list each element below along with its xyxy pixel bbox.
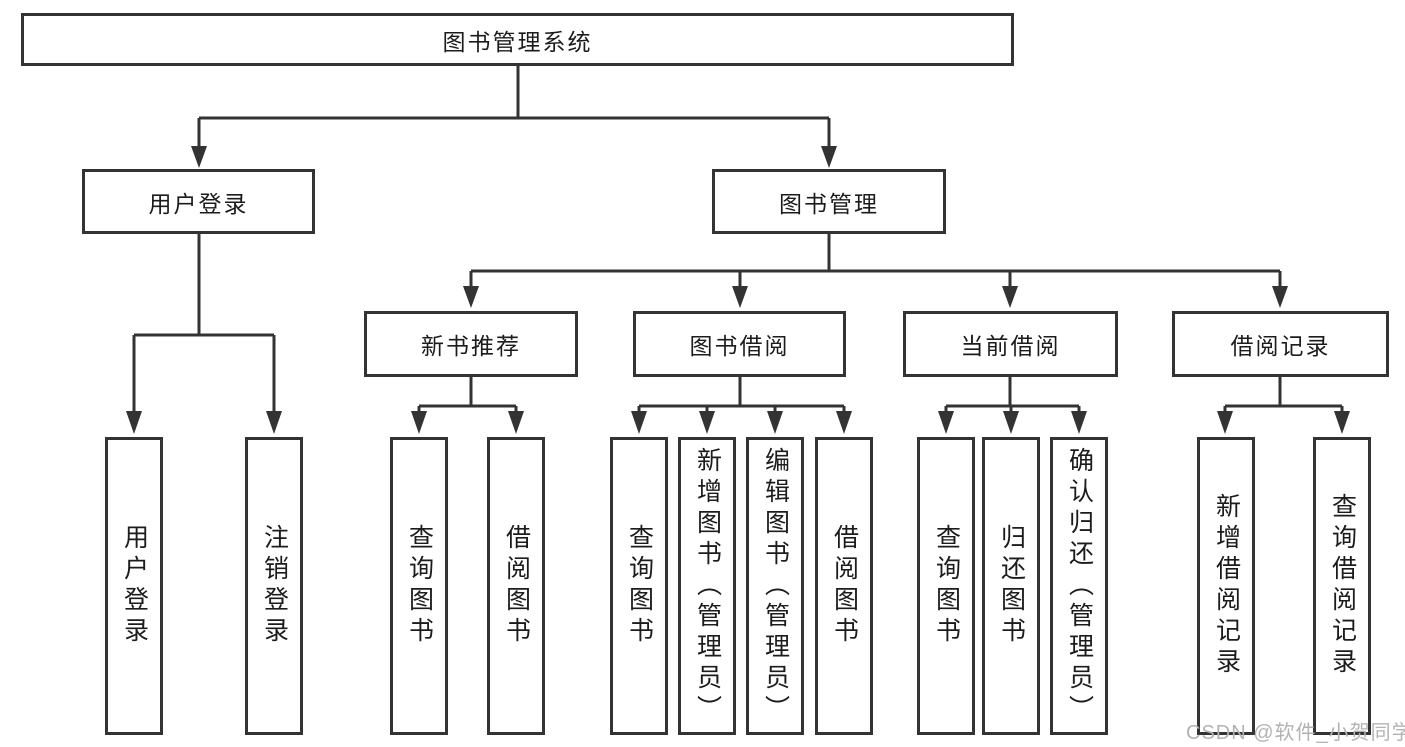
leaf-query-books-current: 查询图书 [917, 437, 975, 735]
leaf-add-book-admin-label: 新增图书（管理员） [693, 446, 722, 726]
leaf-logout-label: 注销登录 [260, 524, 289, 648]
node-borrow-records: 借阅记录 [1172, 311, 1389, 377]
node-root-label: 图书管理系统 [442, 28, 593, 55]
leaf-edit-book-admin-label: 编辑图书（管理员） [761, 446, 790, 726]
leaf-borrow-books-recommend-label: 借阅图书 [502, 524, 531, 648]
node-user-login-label: 用户登录 [148, 190, 249, 217]
leaf-return-book: 归还图书 [982, 437, 1040, 735]
node-book-management: 图书管理 [712, 169, 946, 234]
node-borrow-records-label: 借阅记录 [1230, 333, 1331, 359]
leaf-query-borrow-record-label: 查询借阅记录 [1328, 493, 1357, 679]
node-new-book-recommend: 新书推荐 [364, 311, 578, 377]
leaf-confirm-return-admin-label: 确认归还（管理员） [1065, 446, 1094, 726]
leaf-logout: 注销登录 [245, 437, 303, 735]
leaf-query-books-borrow: 查询图书 [610, 437, 668, 735]
node-book-borrow: 图书借阅 [633, 311, 846, 377]
node-user-login: 用户登录 [82, 169, 315, 234]
leaf-query-books-current-label: 查询图书 [932, 524, 961, 648]
leaf-borrow-books: 借阅图书 [815, 437, 873, 735]
leaf-add-borrow-record: 新增借阅记录 [1197, 437, 1255, 735]
leaf-confirm-return-admin: 确认归还（管理员） [1050, 437, 1108, 735]
leaf-query-books-recommend-label: 查询图书 [405, 524, 434, 648]
leaf-edit-book-admin: 编辑图书（管理员） [746, 437, 804, 735]
node-current-borrow: 当前借阅 [903, 311, 1118, 377]
node-new-book-recommend-label: 新书推荐 [421, 333, 521, 359]
leaf-query-books-recommend: 查询图书 [390, 437, 448, 735]
leaf-query-borrow-record: 查询借阅记录 [1313, 437, 1371, 735]
leaf-user-login: 用户登录 [105, 437, 163, 735]
leaf-return-book-label: 归还图书 [997, 524, 1026, 648]
leaf-add-book-admin: 新增图书（管理员） [678, 437, 736, 735]
leaf-user-login-label: 用户登录 [120, 524, 149, 648]
node-book-borrow-label: 图书借阅 [689, 333, 790, 359]
leaf-borrow-books-recommend: 借阅图书 [487, 437, 545, 735]
leaf-query-books-borrow-label: 查询图书 [625, 524, 654, 648]
node-book-management-label: 图书管理 [779, 190, 879, 217]
leaf-add-borrow-record-label: 新增借阅记录 [1212, 493, 1241, 679]
node-current-borrow-label: 当前借阅 [960, 333, 1061, 359]
leaf-borrow-books-label: 借阅图书 [830, 524, 859, 648]
watermark: CSDN @软件_小贺同学 [1186, 722, 1405, 744]
node-root: 图书管理系统 [21, 13, 1014, 66]
